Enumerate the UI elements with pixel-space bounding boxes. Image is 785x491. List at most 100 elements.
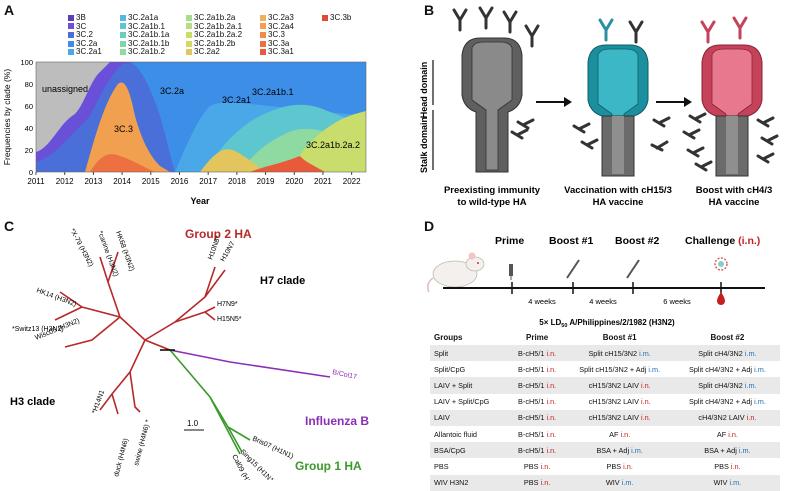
table-cell: AF i.n. bbox=[716, 429, 738, 439]
table-row: LAIV + Split/CpG B-cH5/1 i.n. cH15/3N2 LAI… bbox=[430, 394, 780, 410]
weeks-1: 4 weeks bbox=[528, 297, 556, 306]
table-cell: LAIV + Split/CpG bbox=[434, 397, 490, 407]
leaf-x79: *X-79 (H3N2) bbox=[68, 228, 94, 268]
legend-label: 3C.2a1b.1a bbox=[128, 30, 170, 40]
legend-label: 3C.3a1 bbox=[268, 47, 294, 57]
table-cell: cH15/3N2 LAIV i.n. bbox=[588, 380, 651, 390]
area-3C.3 bbox=[36, 82, 170, 172]
table-cell: B-cH5/1 i.n. bbox=[518, 397, 557, 407]
leaf-h14n1: *H14N1 bbox=[91, 389, 106, 415]
phylogenetic-tree: Group 2 HA H7 clade H3 clade Influenza B… bbox=[10, 227, 369, 480]
y-tick-label: 20 bbox=[25, 146, 33, 155]
legend-label: 3C.2a3 bbox=[268, 13, 294, 22]
table-cell: Split cH4/3N2 + Adj i.m. bbox=[688, 397, 766, 407]
syringe-icon bbox=[626, 259, 640, 279]
legend-swatch bbox=[260, 40, 266, 47]
y-tick-label: 100 bbox=[20, 58, 33, 67]
legend-label: 3B bbox=[76, 13, 86, 22]
legend-item: 3C bbox=[68, 22, 86, 31]
stalk-domain-label: Stalk domain bbox=[419, 117, 429, 173]
legend-item: 3C.2a1a bbox=[120, 13, 158, 22]
leaf-bris07: Bris07 (H1N1) bbox=[251, 435, 294, 460]
prime-label: Prime bbox=[495, 235, 524, 247]
legend-swatch bbox=[120, 32, 126, 39]
syringe-icon bbox=[566, 259, 580, 279]
virus-icon bbox=[714, 257, 728, 271]
legend-item: 3C.2a1b.2a bbox=[186, 13, 235, 22]
legend-label: 3C.2a1b.2a.2 bbox=[194, 30, 243, 40]
legend-item: 3C.2 bbox=[68, 30, 93, 39]
annot-3C.3: 3C.3 bbox=[114, 124, 133, 134]
leaf-switz13: *Switz13 (H3N2) bbox=[12, 326, 64, 333]
legend-swatch bbox=[186, 40, 192, 47]
ha-ch4-3 bbox=[701, 44, 763, 177]
table-cell: B-cH5/1 i.n. bbox=[518, 364, 557, 374]
legend-swatch bbox=[186, 14, 192, 21]
weeks-2: 4 weeks bbox=[589, 297, 617, 306]
leaf-h7n9: H7N9* bbox=[217, 301, 238, 308]
table-header: Boost #1 bbox=[602, 333, 637, 342]
challenge-label: Challenge (i.n.) bbox=[685, 235, 760, 247]
y-axis-label: Frequencies by clade (%) bbox=[2, 69, 12, 166]
leaf-duck: duck (H4N6) bbox=[113, 438, 130, 478]
annot-3C.2a1b.1: 3C.2a1b.1 bbox=[252, 87, 294, 97]
leaf-h15n5: H15N5* bbox=[217, 316, 242, 323]
legend-label: 3C.2a1b.1b bbox=[128, 38, 170, 48]
table-header: Prime bbox=[526, 333, 549, 342]
legend-swatch bbox=[120, 49, 126, 56]
legend-swatch bbox=[260, 14, 266, 21]
legend-swatch bbox=[260, 23, 266, 30]
scale-label: 1.0 bbox=[187, 419, 199, 428]
legend-item: 3C.3 bbox=[260, 30, 285, 39]
legend-item: 3C.2a1b.2a.1 bbox=[186, 22, 242, 31]
x-tick-label: 2022 bbox=[343, 177, 361, 186]
legend-item: 3B bbox=[68, 13, 86, 22]
table-cell: Split/CpG bbox=[434, 364, 466, 374]
x-tick-label: 2013 bbox=[84, 177, 102, 186]
table-cell: BSA + Adj i.m. bbox=[704, 445, 751, 455]
panel-label-c: C bbox=[4, 218, 15, 234]
legend-label: 3C.2a bbox=[76, 38, 98, 48]
x-tick-label: 2021 bbox=[314, 177, 332, 186]
group2-label: Group 2 HA bbox=[185, 227, 252, 241]
legend-swatch bbox=[68, 14, 74, 21]
legend-swatch bbox=[68, 49, 74, 56]
x-tick-label: 2018 bbox=[228, 177, 246, 186]
h3-clade-label: H3 clade bbox=[10, 396, 55, 408]
legend-item: 3C.3a1 bbox=[260, 47, 294, 56]
table-cell: Split cH15/3N2 i.m. bbox=[588, 348, 651, 358]
legend-swatch bbox=[260, 32, 266, 39]
boost1-label: Boost #1 bbox=[549, 235, 594, 247]
y-tick-label: 0 bbox=[29, 168, 33, 177]
panel-label-b: B bbox=[424, 2, 435, 18]
table-cell: Split cH4/3N2 + Adj i.m. bbox=[688, 364, 766, 374]
leaf-hk68: HK68 (H3N2) bbox=[114, 230, 135, 272]
legend-label: 3C.2 bbox=[76, 30, 93, 40]
table-header: Boost #2 bbox=[710, 333, 745, 342]
legend-label: 3C.2a1b.2 bbox=[128, 47, 165, 57]
legend-swatch bbox=[322, 14, 328, 21]
ha-wild-type bbox=[461, 37, 523, 173]
legend-label: 3C.2a1b.1 bbox=[128, 21, 165, 31]
x-tick-label: 2014 bbox=[113, 177, 131, 186]
table-cell: Split cH4/3N2 i.m. bbox=[698, 348, 757, 358]
legend-item: 3C.2a4 bbox=[260, 22, 294, 31]
legend-label: 3C.3a bbox=[268, 38, 290, 48]
table-cell: WIV H3N2 bbox=[434, 478, 469, 488]
table-cell: cH15/3N2 LAIV i.n. bbox=[588, 397, 651, 407]
legend-swatch bbox=[120, 40, 126, 47]
area-3C.3a1 bbox=[250, 156, 325, 172]
y-tick-label: 60 bbox=[25, 102, 33, 111]
legend-item: 3C.2a2 bbox=[186, 47, 220, 56]
mouse-icon bbox=[426, 252, 485, 293]
legend-item: 3C.2a1b.1 bbox=[120, 22, 165, 31]
table-cell: cH15/3N2 LAIV i.n. bbox=[588, 413, 651, 423]
legend-label: 3C.2a4 bbox=[268, 21, 294, 31]
